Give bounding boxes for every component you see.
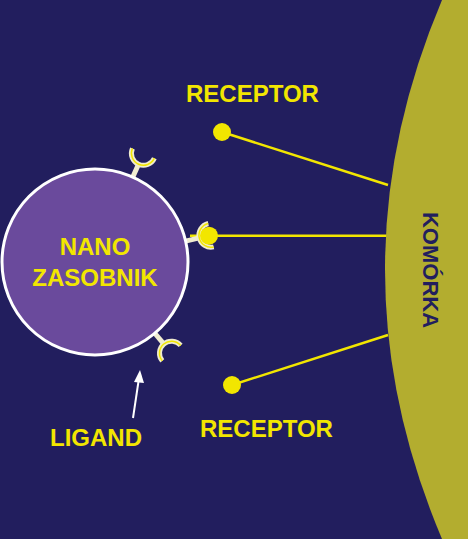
nano-container: NANO ZASOBNIK [0,167,190,357]
circle-outline [0,167,190,357]
receptor-line [232,335,388,385]
node-title: NANO ZASOBNIK [25,231,165,293]
receptor-line [222,132,388,185]
cell-band: KOMÓRKA [380,0,468,539]
leader-arrow [133,378,139,418]
receptor-dot [200,227,218,245]
part-label: LIGAND [50,424,142,452]
receptor-line [190,234,388,237]
receptor-dot [223,376,241,394]
node-title: KOMÓRKA [417,212,443,328]
part-label: RECEPTOR [200,415,333,443]
receptor-dot [213,123,231,141]
part-label: RECEPTOR [186,80,319,108]
arrow-head [134,370,144,383]
